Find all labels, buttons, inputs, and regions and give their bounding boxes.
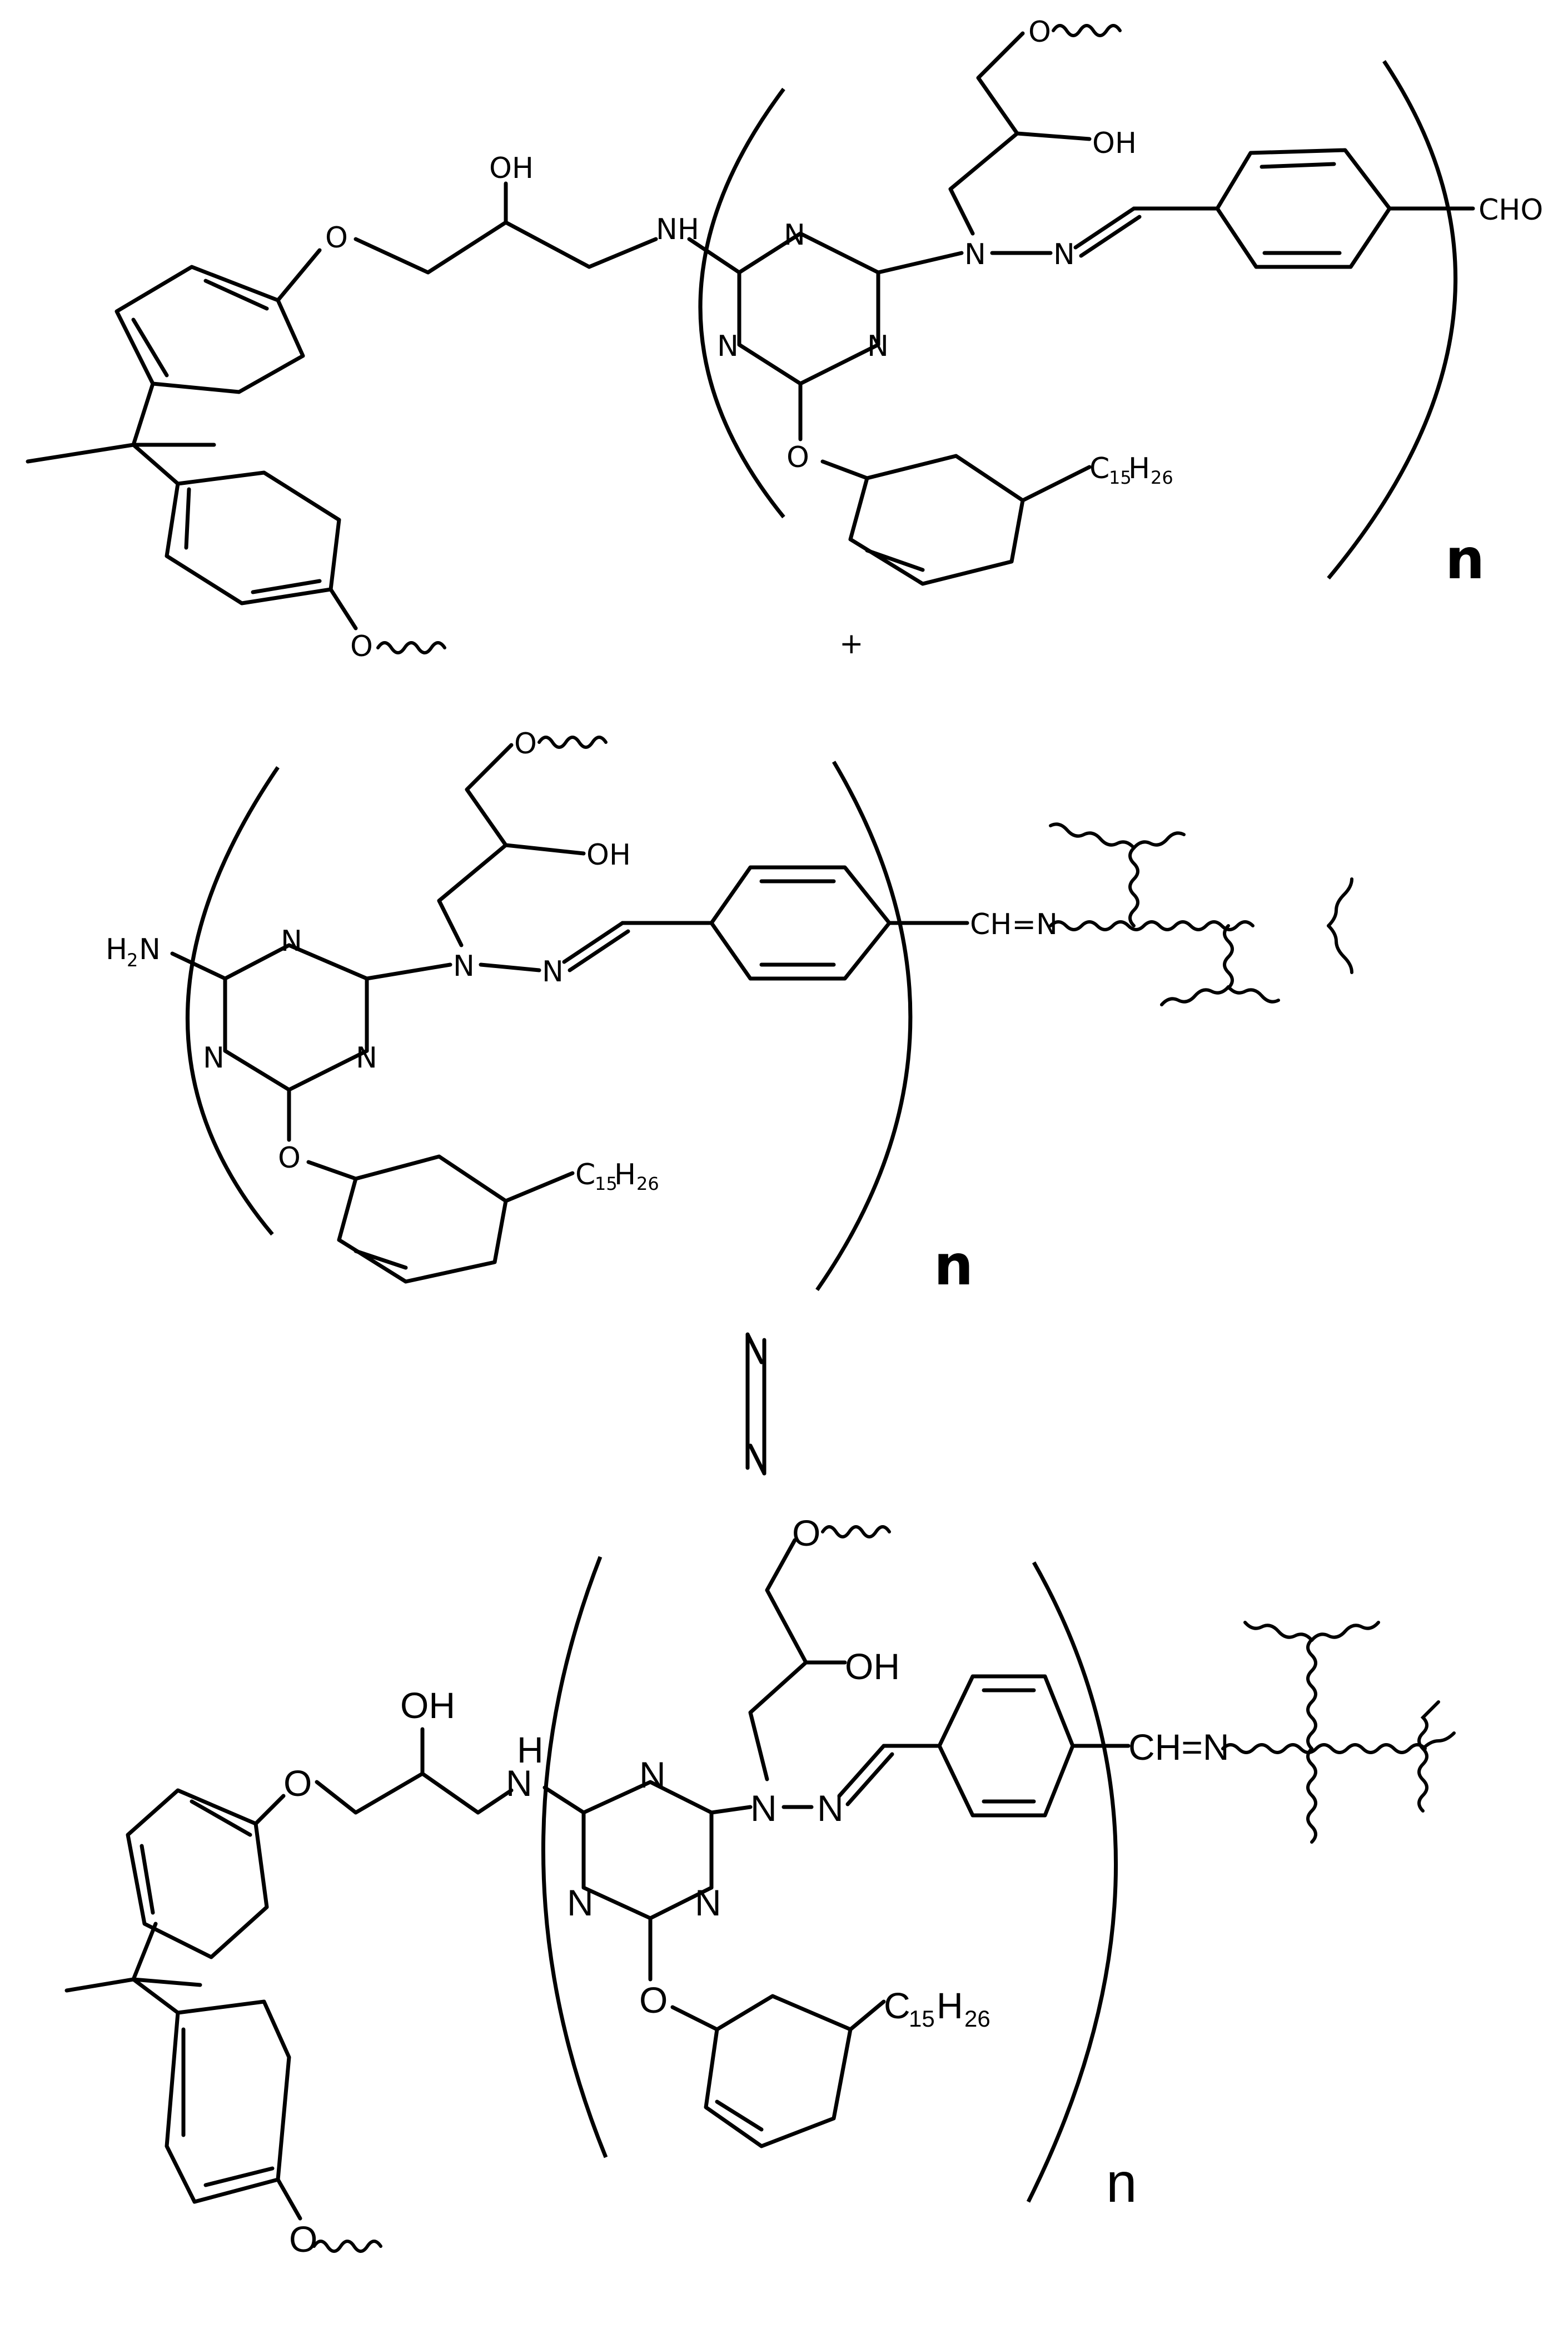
oxygen-label: O	[1028, 16, 1051, 49]
oxygen-label: O	[792, 1512, 820, 1553]
azine-n-label: N	[1053, 238, 1075, 271]
repeat-unit-n: n	[1445, 527, 1485, 592]
hydroxyl-label: OH	[1092, 127, 1137, 160]
reactant-amine-network: H 2 N N N N O C 15 H 26 N O OH N n C	[106, 727, 1353, 1298]
triazine-n-label: N	[567, 1882, 594, 1923]
polymer-tail-icon	[823, 1527, 889, 1537]
right-bracket	[815, 761, 913, 1291]
left-bracket	[698, 87, 785, 519]
right-bracket	[1327, 60, 1458, 580]
wavy-crosslinked-network-icon	[1221, 1621, 1456, 1844]
oxygen-label: O	[639, 1979, 668, 2021]
hydroxyl-label: OH	[400, 1685, 455, 1726]
alkyl-c-subscript: 15	[909, 2006, 935, 2032]
plus-sign: +	[839, 627, 864, 661]
equilibrium-half-arrows-icon	[745, 1332, 766, 1476]
triazine-n-label: N	[356, 1041, 377, 1075]
triazine-n-label: N	[695, 1882, 721, 1923]
repeat-unit-n: n	[934, 1233, 973, 1298]
imine-label: CH=N	[970, 908, 1058, 941]
left-bracket	[541, 1556, 608, 2158]
alkyl-h-label: H	[937, 1985, 963, 2026]
polymer-tail-icon	[314, 2241, 381, 2251]
triazine-n-label: N	[281, 925, 302, 958]
hydroxyl-label: OH	[489, 152, 534, 185]
oxygen-label: O	[289, 2218, 317, 2260]
alkyl-h-subscript: 26	[1151, 467, 1173, 488]
hydrazine-n-label: N	[964, 238, 986, 271]
triazine-n-label: N	[203, 1041, 225, 1075]
product-crosslinked-network: O OH H N O N N N O C 15 H 26 N O OH	[64, 1512, 1456, 2260]
hydroxyl-label: OH	[845, 1646, 900, 1687]
hydroxyl-label: OH	[586, 838, 631, 872]
alkyl-h-label: H	[614, 1158, 636, 1192]
triazine-n-label: N	[717, 330, 739, 363]
amine-h-label: H	[517, 1729, 544, 1770]
alkyl-h-subscript: 26	[964, 2006, 990, 2032]
polymer-tail-icon	[1053, 26, 1120, 36]
alkyl-c-subscript: 15	[595, 1173, 618, 1194]
aldehyde-label: CHO	[1479, 193, 1543, 227]
triazine-n-label: N	[867, 330, 889, 363]
triazine-n-label: N	[784, 219, 805, 252]
alkyl-h-subscript: 26	[636, 1173, 659, 1194]
oxygen-label: O	[350, 630, 373, 663]
amine-n-label: N	[139, 933, 161, 966]
imine-label: CH=N	[1128, 1726, 1229, 1768]
oxygen-label: O	[514, 727, 537, 761]
oxygen-label: O	[787, 441, 809, 474]
alkyl-c-subscript: 15	[1109, 467, 1132, 488]
triazine-n-label: N	[639, 1754, 666, 1795]
repeat-unit-n: n	[1106, 2152, 1137, 2214]
hydrazine-n-label: N	[750, 1788, 777, 1829]
amine-n-label: N	[506, 1763, 532, 1804]
polymer-tail-icon	[539, 737, 606, 747]
polymer-tail-icon	[378, 643, 445, 653]
right-bracket	[1026, 1561, 1118, 2203]
alkyl-h-label: H	[1128, 452, 1150, 485]
alkyl-c-label: C	[575, 1158, 595, 1192]
oxygen-label: O	[283, 1763, 312, 1804]
alkyl-c-label: C	[884, 1985, 910, 2026]
left-bracket	[186, 766, 280, 1236]
hydrazine-n-label: N	[453, 950, 475, 983]
oxygen-label: O	[325, 221, 348, 255]
amine-h-label: H	[106, 933, 127, 966]
oxygen-label: O	[278, 1141, 301, 1175]
alkyl-c-label: C	[1089, 452, 1109, 485]
reactant-epoxy-molecule: O OH NH O N N N O C 15 H 26 N O OH	[26, 16, 1543, 663]
wavy-crosslinked-network-icon	[1049, 822, 1353, 1006]
azine-n-label: N	[542, 955, 564, 989]
amine-h-subscript: 2	[127, 950, 138, 971]
